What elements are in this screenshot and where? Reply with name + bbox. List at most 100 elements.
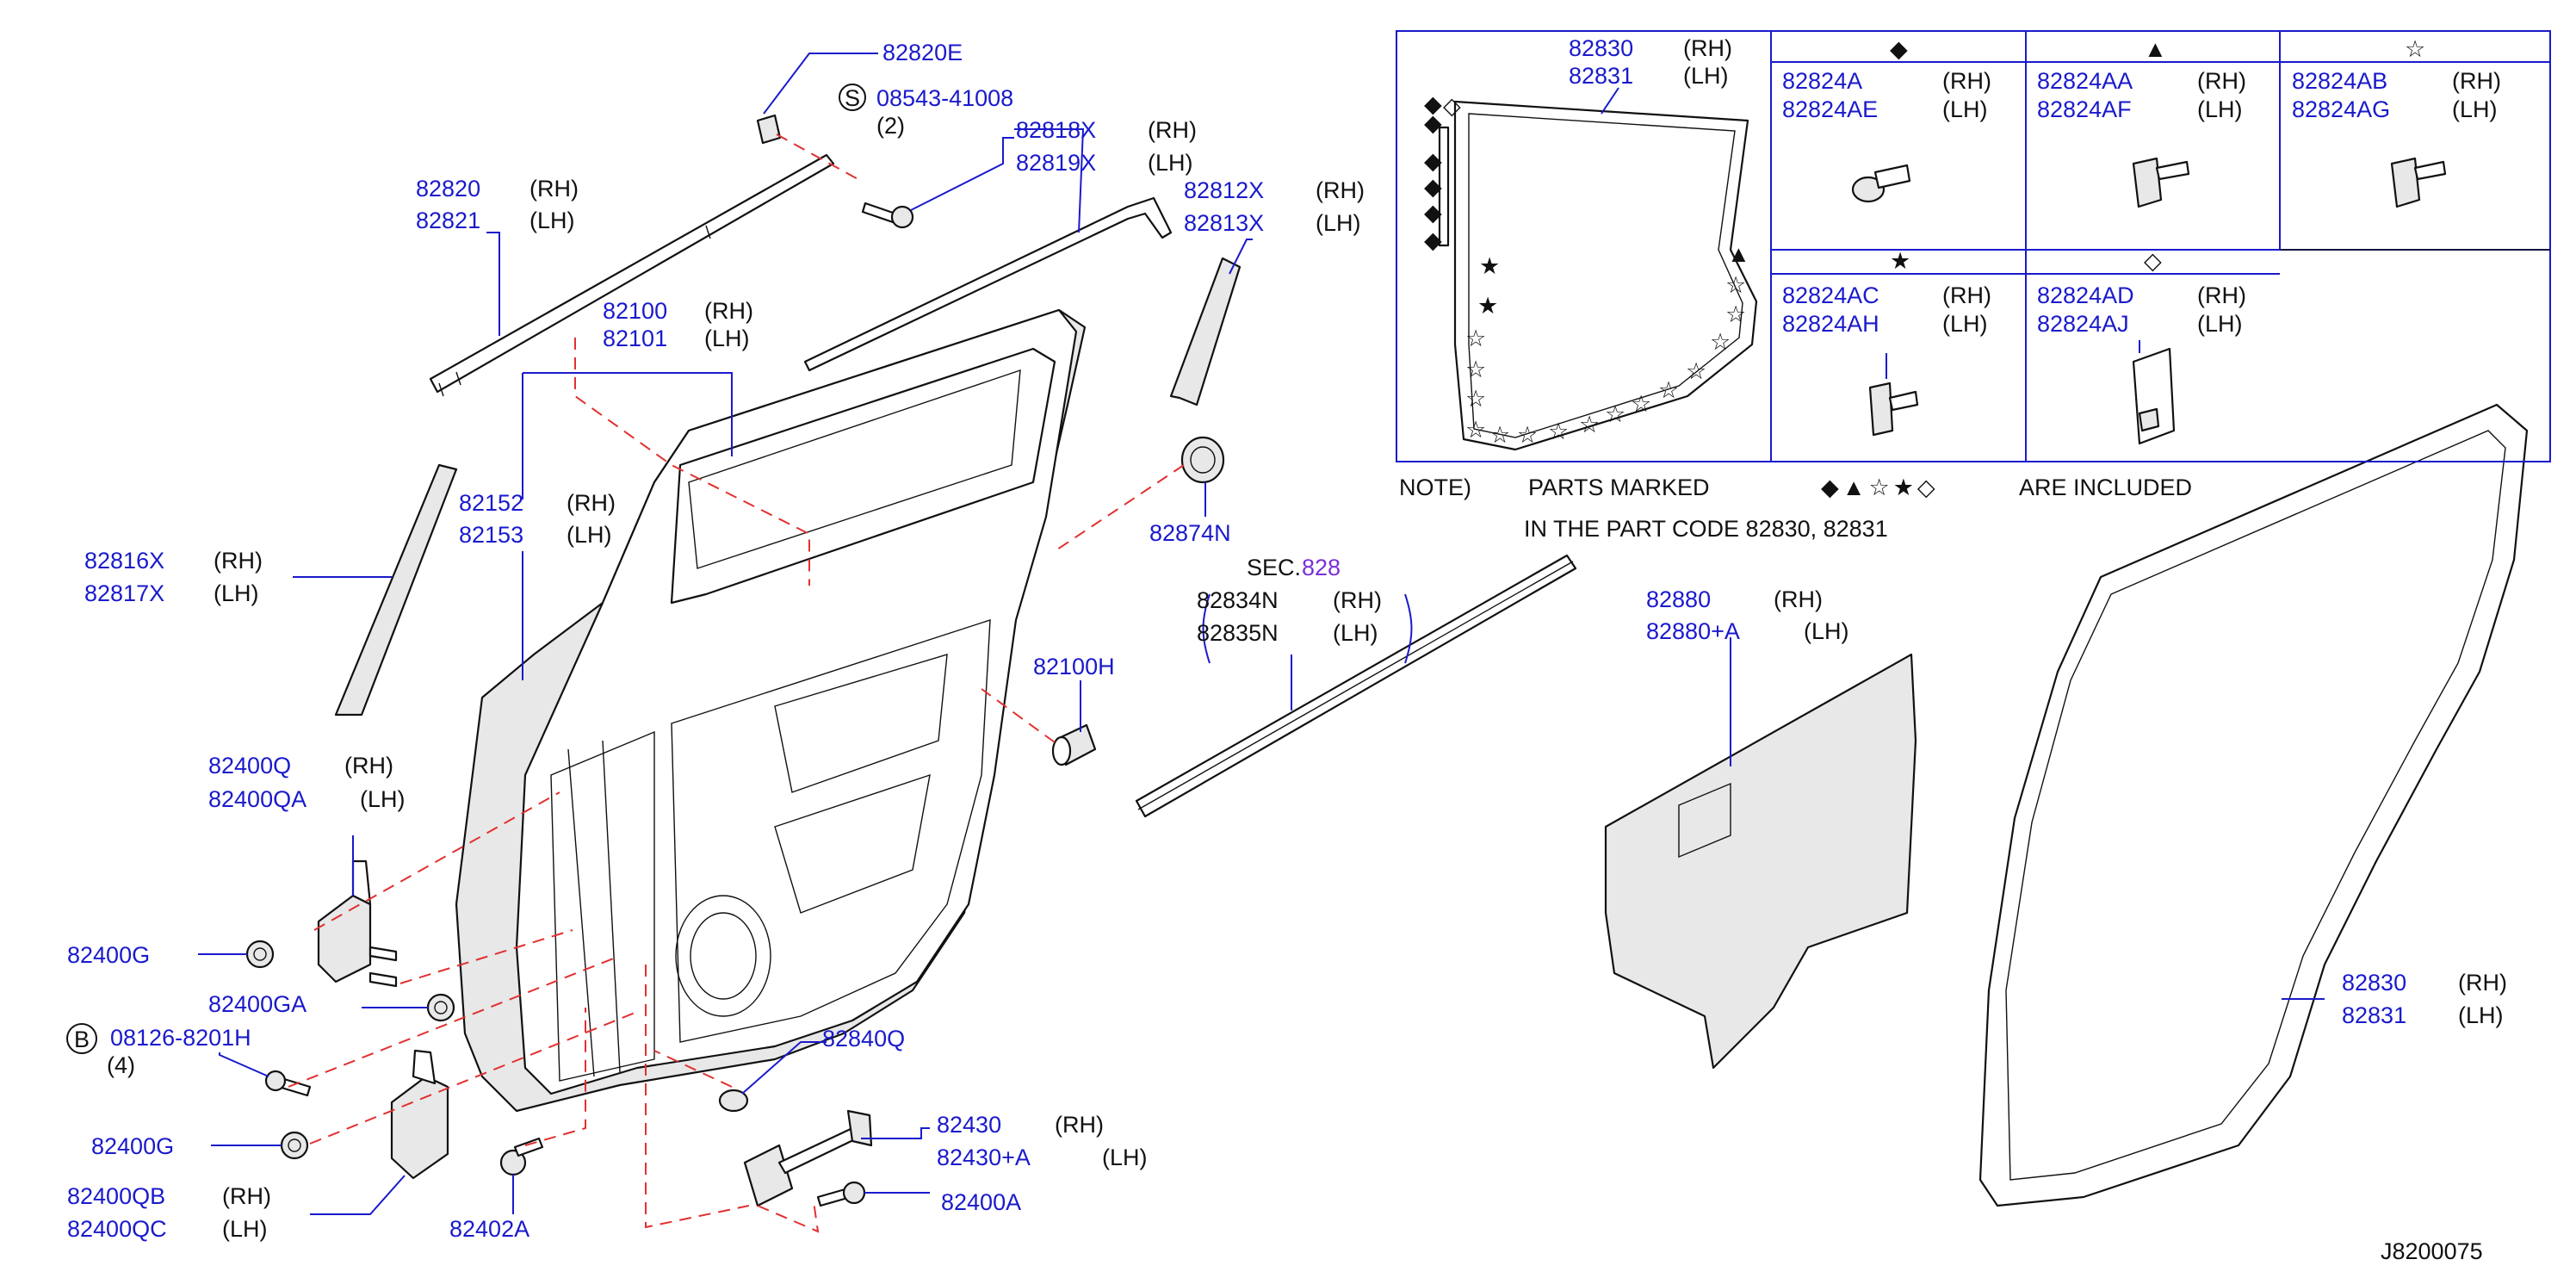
label-82880A: 82880+A	[1646, 618, 1740, 644]
label-82100H: 82100H	[1033, 654, 1115, 679]
clip-82824AB-drawing	[2390, 157, 2447, 208]
svg-text:☆: ☆	[1686, 358, 1706, 384]
svg-text:☆: ☆	[1579, 412, 1600, 437]
svg-text:☆: ☆	[1465, 357, 1486, 382]
clip-82824A-drawing	[1851, 164, 1911, 203]
label-82818X: 82818X	[1016, 117, 1096, 143]
svg-text:◆: ◆	[1424, 174, 1442, 200]
check-link-82430-drawing	[743, 1109, 873, 1207]
label-08543-41008: 08543-41008	[876, 85, 1013, 111]
inset-cell-5-lh: 82824AJ	[2037, 311, 2129, 337]
label-82820: 82820	[416, 176, 480, 202]
label-82816X-rh: (RH)	[214, 548, 263, 574]
note-prefix: NOTE)	[1399, 475, 1471, 500]
lower-hinge-drawing	[390, 1049, 449, 1180]
inset-title-lh: (LH)	[1683, 63, 1729, 89]
label-82100: 82100	[603, 298, 667, 324]
note-parts-marked: PARTS MARKED	[1528, 475, 1710, 500]
sash-cover-82812X-drawing	[1169, 257, 1242, 406]
label-08126-8201H: 08126-8201H	[110, 1025, 251, 1051]
svg-text:◆: ◆	[1424, 200, 1442, 226]
svg-text:☆: ☆	[1517, 422, 1538, 448]
label-82400QA-lh: (LH)	[360, 786, 406, 812]
label-82402A: 82402A	[449, 1216, 529, 1242]
inset-cell-2-lh-tag: (LH)	[2197, 96, 2243, 122]
inset-cell-1-symbol: ◆	[1890, 36, 1908, 62]
inset-door-outline	[1453, 100, 1758, 451]
inset-cell-4-lh-tag: (LH)	[1942, 311, 1988, 337]
label-82153: 82153	[459, 522, 523, 548]
label-82400QB-rh: (RH)	[222, 1183, 271, 1209]
svg-text:★: ★	[1477, 293, 1498, 319]
s-symbol-circle	[839, 84, 866, 111]
label-82818X-rh: (RH)	[1148, 117, 1197, 143]
note-are-included: ARE INCLUDED	[2019, 475, 2192, 500]
b-symbol-circle	[66, 1023, 97, 1054]
label-qty-2: (2)	[876, 113, 905, 139]
label-82812X-rh: (RH)	[1316, 177, 1365, 203]
upper-hinge-drawing	[317, 859, 398, 988]
svg-text:◆: ◆	[1424, 148, 1442, 174]
b-symbol: B	[74, 1027, 90, 1052]
svg-text:◇: ◇	[1443, 93, 1461, 119]
label-82880-rh: (RH)	[1774, 586, 1823, 612]
svg-text:☆: ☆	[1548, 419, 1569, 444]
inset-cell-2-rh: 82824AA	[2037, 68, 2133, 94]
inset-cell-3-lh-tag: (LH)	[2452, 96, 2498, 122]
nut-82400G-upper-drawing	[245, 940, 275, 969]
label-82834N: 82834N	[1197, 587, 1279, 613]
inset-cell-1-lh: 82824AE	[1782, 96, 1878, 122]
nut-82400G-lower-drawing	[280, 1131, 309, 1160]
label-82831: 82831	[2342, 1002, 2406, 1028]
label-82101: 82101	[603, 326, 667, 351]
label-82840Q: 82840Q	[822, 1026, 905, 1052]
clip-82820E-drawing	[756, 114, 782, 145]
label-82835N: 82835N	[1197, 620, 1279, 646]
inset-cell-3-lh: 82824AG	[2292, 96, 2390, 122]
inset-outer-border	[1396, 30, 2551, 462]
inset-cell-4-lh: 82824AH	[1782, 311, 1879, 337]
inset-cell-4-symbol: ★	[1890, 248, 1910, 274]
inset-cell-2-rh-tag: (RH)	[2197, 68, 2246, 94]
label-82430A: 82430+A	[937, 1145, 1031, 1170]
inset-cell-5-symbol: ◇	[2144, 248, 2162, 274]
label-82830: 82830	[2342, 970, 2406, 996]
svg-text:☆: ☆	[1489, 422, 1510, 448]
svg-text:☆: ☆	[1725, 272, 1746, 298]
label-82835N-lh: (LH)	[1333, 620, 1378, 646]
svg-text:◆: ◆	[1424, 227, 1442, 253]
label-82400G-upper: 82400G	[67, 942, 150, 968]
label-82813X: 82813X	[1184, 210, 1264, 236]
label-82400QC-lh: (LH)	[222, 1216, 268, 1242]
inset-cell-5-rh: 82824AD	[2037, 282, 2134, 308]
door-shell-drawing	[455, 308, 1087, 1113]
sash-cover-82816X-drawing	[334, 463, 458, 717]
svg-text:☆: ☆	[1658, 377, 1679, 403]
inset-cell-4-rh: 82824AC	[1782, 282, 1879, 308]
bumper-82100H-drawing	[1051, 723, 1097, 766]
clip-82824AD-drawing	[2132, 347, 2176, 445]
inset-cell-3-symbol: ☆	[2405, 36, 2425, 62]
inset-cell-5-rh-tag: (RH)	[2197, 282, 2246, 308]
label-82400QA: 82400QA	[208, 786, 307, 812]
clip-82824AC-drawing	[1868, 382, 1919, 437]
label-82813X-lh: (LH)	[1316, 210, 1361, 236]
inset-title-rh: (RH)	[1683, 35, 1732, 61]
inset-cell-1-lh-tag: (LH)	[1942, 96, 1988, 122]
svg-text:☆: ☆	[1465, 326, 1486, 351]
inset-cell-4-rh-tag: (RH)	[1942, 282, 1991, 308]
label-82400Q: 82400Q	[208, 753, 291, 779]
label-sec-828: 828	[1302, 555, 1341, 580]
label-82831-lh: (LH)	[2458, 1002, 2504, 1028]
clip-82824AA-drawing	[2132, 157, 2190, 208]
label-82819X-lh: (LH)	[1148, 150, 1193, 176]
moulding-82818X-drawing	[803, 196, 1173, 372]
label-82817X-lh: (LH)	[214, 580, 259, 606]
inset-title-82830: 82830	[1569, 35, 1633, 61]
label-qty-4: (4)	[107, 1052, 135, 1078]
label-82153-lh: (LH)	[567, 522, 612, 548]
label-82430-rh: (RH)	[1055, 1112, 1104, 1138]
sealing-screen-drawing	[1604, 653, 1917, 1070]
label-82821-lh: (LH)	[529, 208, 575, 233]
